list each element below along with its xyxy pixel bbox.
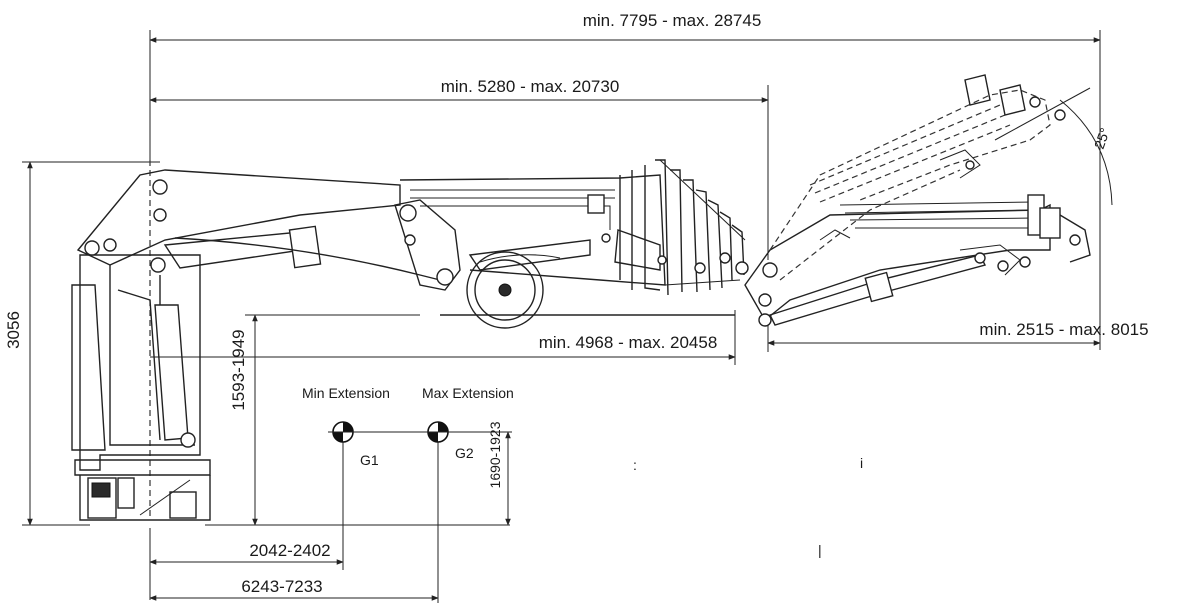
stray-mark-a: : xyxy=(633,457,637,473)
g1-label: G1 xyxy=(360,452,379,468)
g2-height-dimension: 1690-1923 xyxy=(487,421,503,488)
crane-column xyxy=(71,240,211,521)
crane-main-boom xyxy=(76,169,735,329)
min-extension-label: Min Extension xyxy=(302,385,390,401)
crane-jib-raised-dashed xyxy=(769,74,1066,281)
max-extension-label: Max Extension xyxy=(422,385,514,401)
g1-distance-dimension: 2042-2402 xyxy=(249,541,330,560)
overall-reach-dimension: min. 7795 - max. 28745 xyxy=(583,11,762,30)
stray-mark-c: | xyxy=(818,542,822,558)
dimension-lines xyxy=(22,30,1113,603)
jib-angle-label: 25° xyxy=(1091,126,1113,151)
pillar-height-dimension: 1593-1949 xyxy=(229,329,248,410)
g1-center-of-gravity-symbol xyxy=(328,421,358,443)
g2-center-of-gravity-symbol xyxy=(423,421,453,443)
stray-mark-b: i xyxy=(860,455,863,471)
crane-jib xyxy=(744,194,1091,327)
lower-reach-dimension: min. 4968 - max. 20458 xyxy=(539,333,718,352)
g2-label: G2 xyxy=(455,445,474,461)
crane-telescopic-sections xyxy=(399,159,749,296)
jib-reach-dimension: min. 2515 - max. 8015 xyxy=(979,320,1148,339)
g2-distance-dimension: 6243-7233 xyxy=(241,577,322,596)
total-height-dimension: 3056 xyxy=(4,311,23,349)
boom-reach-dimension: min. 5280 - max. 20730 xyxy=(441,77,620,96)
